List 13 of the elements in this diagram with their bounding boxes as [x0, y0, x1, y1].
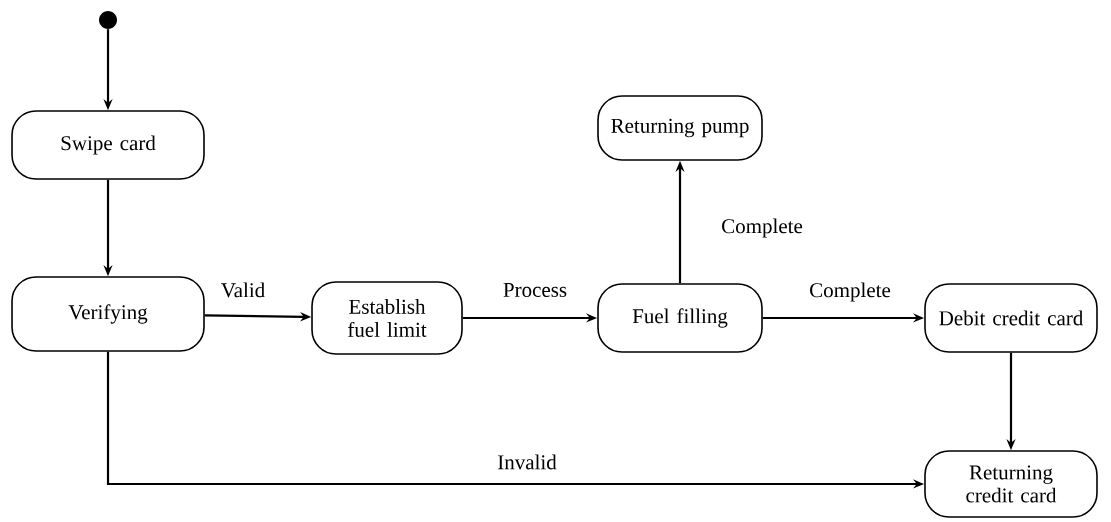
- state-box: Verifying: [11, 276, 205, 352]
- start-dot: [99, 11, 117, 29]
- state-box: Swipe card: [11, 110, 205, 180]
- state-box: Returning credit card: [924, 450, 1098, 518]
- edge-label: Process: [501, 282, 569, 298]
- state-box: Fuel filling: [597, 283, 763, 353]
- edge-label: Valid: [219, 281, 267, 299]
- edge-label: Complete: [720, 217, 804, 239]
- state-box: Establish fuel limit: [311, 281, 463, 355]
- edge-label: Invalid: [496, 453, 558, 471]
- state-box: Returning pump: [597, 95, 763, 161]
- edge-label: Complete: [808, 281, 892, 303]
- state-box: Debit credit card: [924, 283, 1098, 353]
